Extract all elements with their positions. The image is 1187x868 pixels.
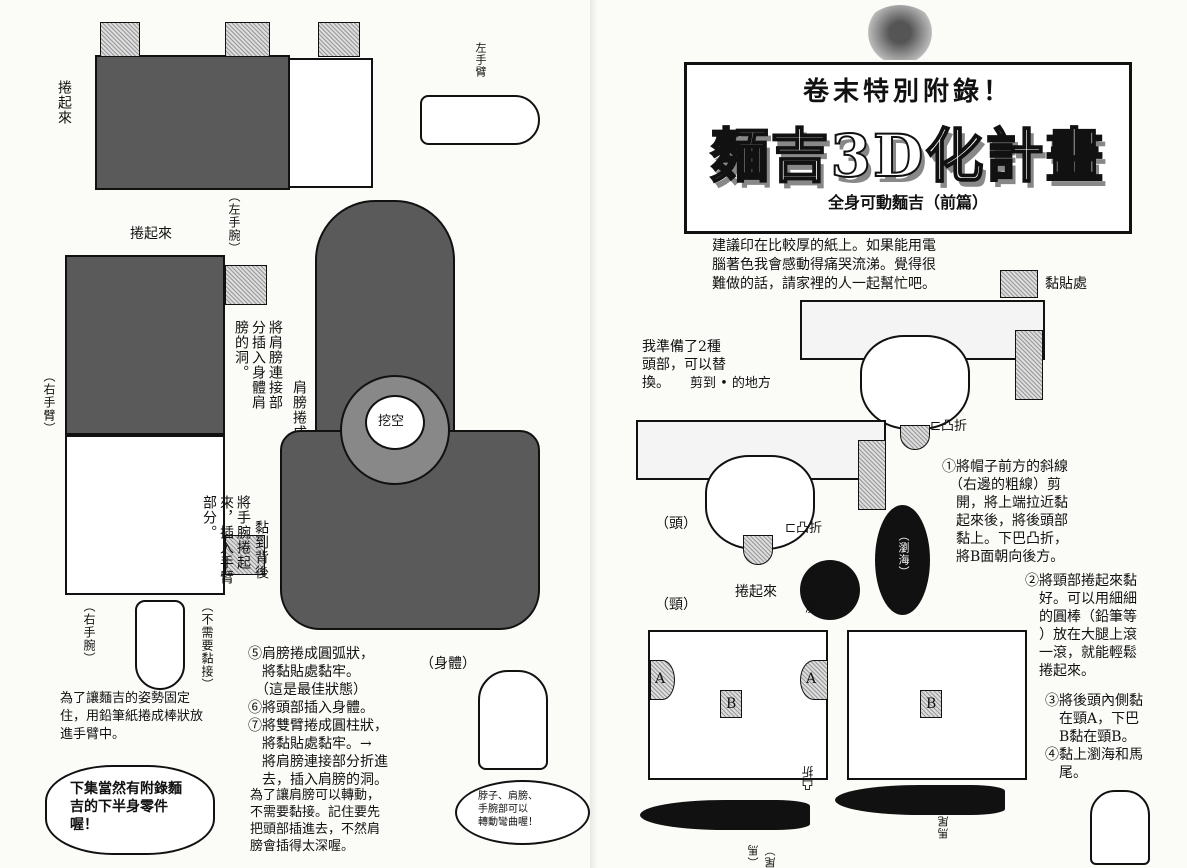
glue-tab — [225, 22, 270, 57]
cut-to-note: 剪到 • 的地方 — [690, 376, 771, 391]
step-2: ②將頸部捲起來黏 好。可以用細細 的圓棒（鉛筆等 ）放在大腿上滾 一滾，就能輕鬆… — [1025, 573, 1137, 679]
no-glue-note: （不需要黏接） — [200, 600, 214, 691]
glue-tab — [318, 22, 360, 57]
character-figure — [1090, 790, 1150, 865]
chin-tab — [743, 535, 773, 565]
fold-label-1: ⊏凸折 — [930, 419, 968, 434]
cut-out-label: 挖空 — [378, 414, 405, 429]
intro-text: 建議印在比較厚的紙上。如果能用電 腦著色我會感動得痛哭流涕。覺得很 難做的話，請… — [712, 238, 936, 292]
neck-label: （頸） — [655, 597, 697, 613]
mark-b-label: B — [726, 696, 737, 712]
bangs-label-2: （瀏海） — [897, 530, 910, 578]
chin-tab — [900, 425, 930, 450]
title-top: 卷末特別附錄！ — [802, 77, 1013, 107]
mark-a — [800, 660, 828, 700]
head-1-face — [860, 335, 970, 430]
ornament — [855, 5, 945, 60]
right-hand-drawing — [135, 600, 185, 690]
glue-tab — [225, 265, 267, 305]
subtitle: 全身可動麵吉（前篇） — [827, 193, 988, 212]
cutout-hole — [365, 395, 425, 450]
mark-a — [650, 660, 675, 700]
mark-a-label: A — [806, 671, 817, 687]
title-banner: 卷末特別附錄！ 麵吉3D化計畫 全身可動麵吉（前篇） — [684, 62, 1132, 234]
body-label: （身體） — [420, 656, 476, 672]
step-6: ⑥將頭部插入身體。 — [248, 700, 374, 716]
bubble-text: 脖子、肩膀、 手腕部可以 轉動彎曲喔！ — [478, 791, 538, 828]
pencil-note: 為了讓麵吉的姿勢固定住，用鉛筆紙捲成棒狀放進手臂中。 — [60, 691, 204, 742]
roll-up-label: 捲起來 — [130, 226, 172, 242]
next-issue-bubble — [45, 765, 215, 855]
character-figure — [478, 670, 548, 770]
left-wrist-label: （左手腕） — [227, 190, 241, 255]
step-7: ⑦將雙臂捲成圓柱狀， 將黏貼處黏牢。→ 將肩膀連接部分折進 去，插入肩膀的洞。 — [248, 718, 388, 788]
bangs-label: 瀏海 — [805, 601, 832, 616]
left-arm-white-part — [288, 58, 373, 188]
step-1: ①將帽子前方的斜線 （右邊的粗線）剪 開，將上端拉近黏 起來後，將後頭部 黏上。… — [942, 459, 1068, 565]
title-main: 麵吉3D化計畫 — [710, 121, 1106, 191]
ponytail-drawing — [835, 785, 1005, 815]
left-arm-part — [95, 55, 290, 190]
two-heads-note: 我準備了2種 頭部，可以替 換。 — [642, 339, 726, 391]
mark-a-label: A — [655, 671, 666, 687]
fold-ponytail-label: 凸折 — [801, 765, 815, 791]
ponytail-drawing — [640, 800, 810, 830]
right-wrist-label: （右手腕） — [82, 600, 96, 665]
step-3-4: ③將後頭內側黏 在頸A，下巴 B黏在頸B。 ④黏上瀏海和馬 尾。 — [1045, 693, 1143, 781]
legend-swatch — [1000, 270, 1038, 298]
insert-shoulder-note: 將肩膀連接部分插入身體肩膀的洞。 — [233, 320, 283, 410]
mark-b — [920, 690, 942, 718]
roll-up-label: 捲起來 — [56, 80, 72, 125]
legend-label: 黏貼處 — [1045, 276, 1087, 292]
left-arm-label: 左手臂 — [474, 42, 487, 78]
next-issue-note: 下集當然有附錄麵吉的下半身零件喔！ — [70, 781, 182, 833]
step-5: ⑤肩膀捲成圓弧狀， 將黏貼處黏牢。 （這是最佳狀態） — [248, 646, 374, 698]
right-arm-part — [65, 255, 225, 435]
glue-tab — [858, 440, 886, 510]
page-gutter — [590, 0, 598, 868]
mark-b-label: B — [926, 696, 937, 712]
bangs-drawing — [875, 505, 930, 615]
head-label: （頭） — [655, 516, 697, 532]
mark-b — [720, 690, 742, 718]
roll-up-label: 捲起來 — [735, 584, 777, 600]
speech-bubble — [455, 780, 590, 845]
roll-wrist-note: 將手腕捲起來，插入手臂部分。 — [201, 495, 251, 585]
bangs-drawing — [800, 560, 860, 620]
right-arm-white-part — [65, 435, 225, 595]
fold-label-2: ⊏凸折 — [785, 521, 823, 536]
glue-tab — [100, 22, 140, 57]
ponytail-label: （馬尾） — [747, 844, 777, 868]
glue-tab — [225, 535, 265, 575]
shoulder-paren-note: 為了讓肩膀可以轉動， 不需要黏接。記住要先 把頭部插進去，不然肩 膀會插得太深喔… — [250, 788, 381, 854]
right-arm-label: （右手臂） — [42, 370, 56, 435]
left-hand-drawing — [420, 95, 540, 145]
ponytail-label: 馬尾 — [937, 815, 950, 839]
glue-back-note: 黏到背後 — [253, 520, 269, 580]
glue-tab — [1015, 330, 1043, 400]
